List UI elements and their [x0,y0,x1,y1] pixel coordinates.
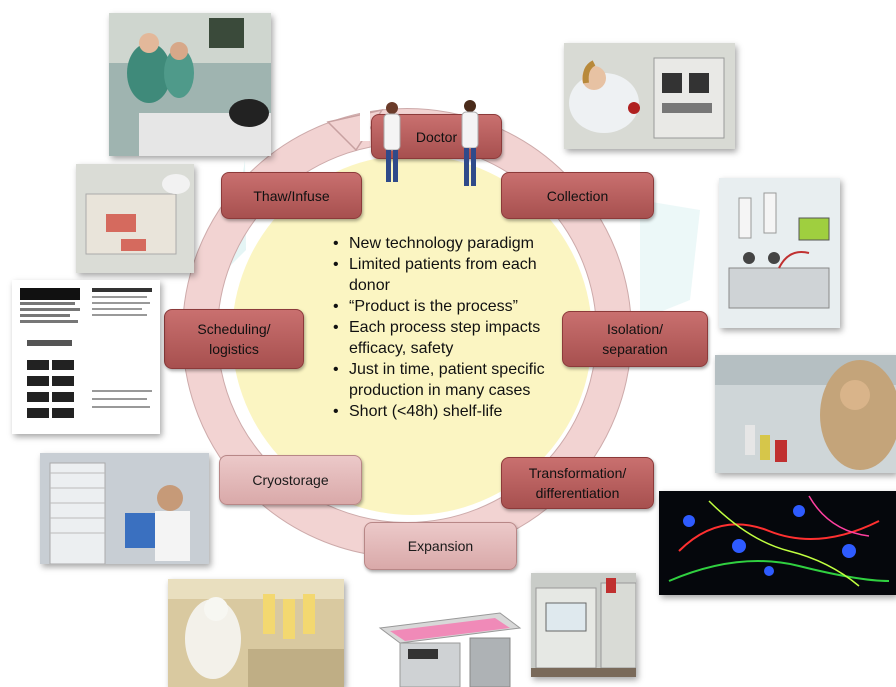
bioreactor-photo [370,583,525,687]
step-label: Collection [546,187,609,204]
lab-hood-icon [715,355,896,473]
bullet-item: New technology paradigm [333,233,573,254]
ring-gap [360,96,370,141]
watermark-shape [640,200,700,320]
fluorescent-cells-photo [659,491,896,595]
step-label: Isolation/ separation [602,321,668,357]
device-icon [719,178,840,328]
step-collection: Collection [501,172,654,219]
barcode-icon [12,280,160,434]
step-label: Transformation/ differentiation [528,465,627,501]
cryostorage-photo [40,453,209,564]
lab-worker-photo [715,355,896,473]
bullet-item: Just in time, patient specific productio… [333,359,573,401]
patient-label-document [12,280,160,434]
bullet-item: Limited patients from each donor [333,254,573,296]
step-transformation: Transformation/ differentiation [501,457,654,509]
freezer-icon [40,453,209,564]
donor-collection-photo [564,43,735,149]
apheresis-icon [564,43,735,149]
step-label: Expansion [407,538,474,554]
step-scheduling: Scheduling/ logistics [164,309,304,369]
cleanroom-photo [168,579,344,687]
incubator-photo [531,573,636,677]
bullet-item: “Product is the process” [333,296,573,317]
blood-bags-photo [76,164,194,273]
step-cryostorage: Cryostorage [219,455,362,505]
step-doctor: Doctor [371,114,502,159]
incubator-icon [531,573,636,677]
step-isolation: Isolation/ separation [562,311,708,367]
cleanroom-icon [168,579,344,687]
step-label: Thaw/Infuse [253,187,330,204]
separation-device-photo [719,178,840,328]
step-label: Cryostorage [252,472,329,488]
bullet-item: Short (<48h) shelf-life [333,401,573,422]
step-expansion: Expansion [364,522,517,570]
step-label: Doctor [415,128,458,145]
bioreactor-icon [370,583,525,687]
bullet-item: Each process step impacts efficacy, safe… [333,317,573,359]
doctor-figures-icon [383,100,479,186]
operating-room-photo [109,13,271,156]
operating-room-icon [109,13,271,156]
step-thaw: Thaw/Infuse [221,172,362,219]
cells-icon [659,491,896,595]
doctor-left-icon [383,102,401,182]
step-label: Scheduling/ logistics [197,321,271,357]
doctor-right-icon [461,100,479,186]
center-bullet-list: New technology paradigm Limited patients… [333,233,573,422]
blood-bag-icon [76,164,194,273]
